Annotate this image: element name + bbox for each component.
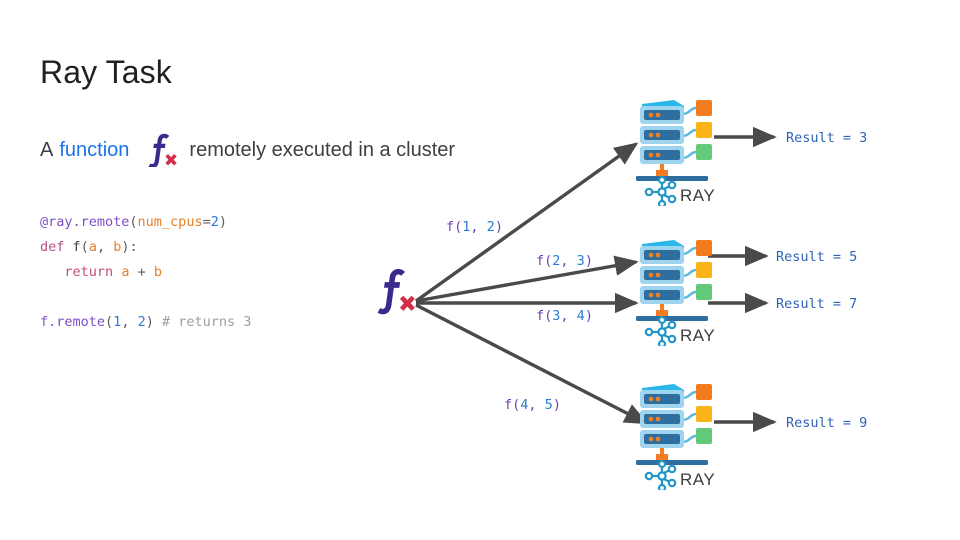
ray-node-label: RAY (680, 470, 716, 489)
result-label-9: Result = 9 (786, 415, 868, 431)
fx-logo-icon (145, 133, 181, 171)
server-unit (640, 240, 684, 264)
server-unit (640, 286, 684, 304)
ray-node-graphic (636, 240, 712, 349)
ray-logo-nodes (644, 459, 677, 493)
ray-node-2: RAY (634, 238, 754, 349)
subtitle-suffix: remotely executed in a cluster (189, 139, 456, 161)
ray-node-1: RAY (634, 98, 754, 209)
ray-node-label: RAY (680, 186, 716, 205)
server-unit (640, 126, 684, 144)
ray-node-graphic (636, 384, 712, 493)
subtitle: A function remotely executed in a cluste… (40, 131, 455, 169)
code-line-def: def f(a, b): (40, 239, 138, 255)
task-slot-amber (696, 262, 712, 278)
result-label-5: Result = 5 (776, 249, 858, 265)
task-slot-orange (696, 384, 712, 400)
task-slot-orange (696, 100, 712, 116)
task-slot-orange (696, 240, 712, 256)
task-slot-green (696, 428, 712, 444)
task-slot-green (696, 284, 712, 300)
edge-label-f23: f(2, 3) (536, 253, 593, 269)
ray-logo-nodes (644, 315, 677, 349)
ray-node-3: RAY (634, 382, 754, 493)
server-unit (640, 430, 684, 448)
server-unit (640, 410, 684, 428)
ray-node-graphic (636, 100, 712, 209)
result-label-3: Result = 3 (786, 130, 868, 146)
page-title: Ray Task (40, 54, 172, 90)
subtitle-highlight: function (59, 139, 130, 161)
dispatch-arrows (415, 142, 649, 425)
edge-label-f34: f(3, 4) (536, 308, 593, 324)
task-slot-amber (696, 122, 712, 138)
code-line-call: f.remote(1, 2) # returns 3 (40, 314, 252, 330)
result-label-7: Result = 7 (776, 296, 858, 312)
ray-logo-nodes (644, 175, 677, 209)
code-line-decorator: @ray.remote(num_cpus=2) (40, 214, 227, 230)
subtitle-prefix: A (40, 139, 54, 161)
task-slot-amber (696, 406, 712, 422)
task-slot-green (696, 144, 712, 160)
edge-label-f45: f(4, 5) (504, 397, 561, 413)
edge-label-f12: f(1, 2) (446, 219, 503, 235)
fx-function-source-icon (377, 269, 415, 315)
server-unit (640, 100, 684, 124)
server-unit (640, 266, 684, 284)
ray-node-label: RAY (680, 326, 716, 345)
server-unit (640, 146, 684, 164)
code-block: @ray.remote(num_cpus=2) def f(a, b): ret… (40, 210, 251, 335)
code-line-return: return a + b (64, 264, 163, 280)
server-unit (640, 384, 684, 408)
dispatch-arrow-f23 (415, 255, 639, 303)
